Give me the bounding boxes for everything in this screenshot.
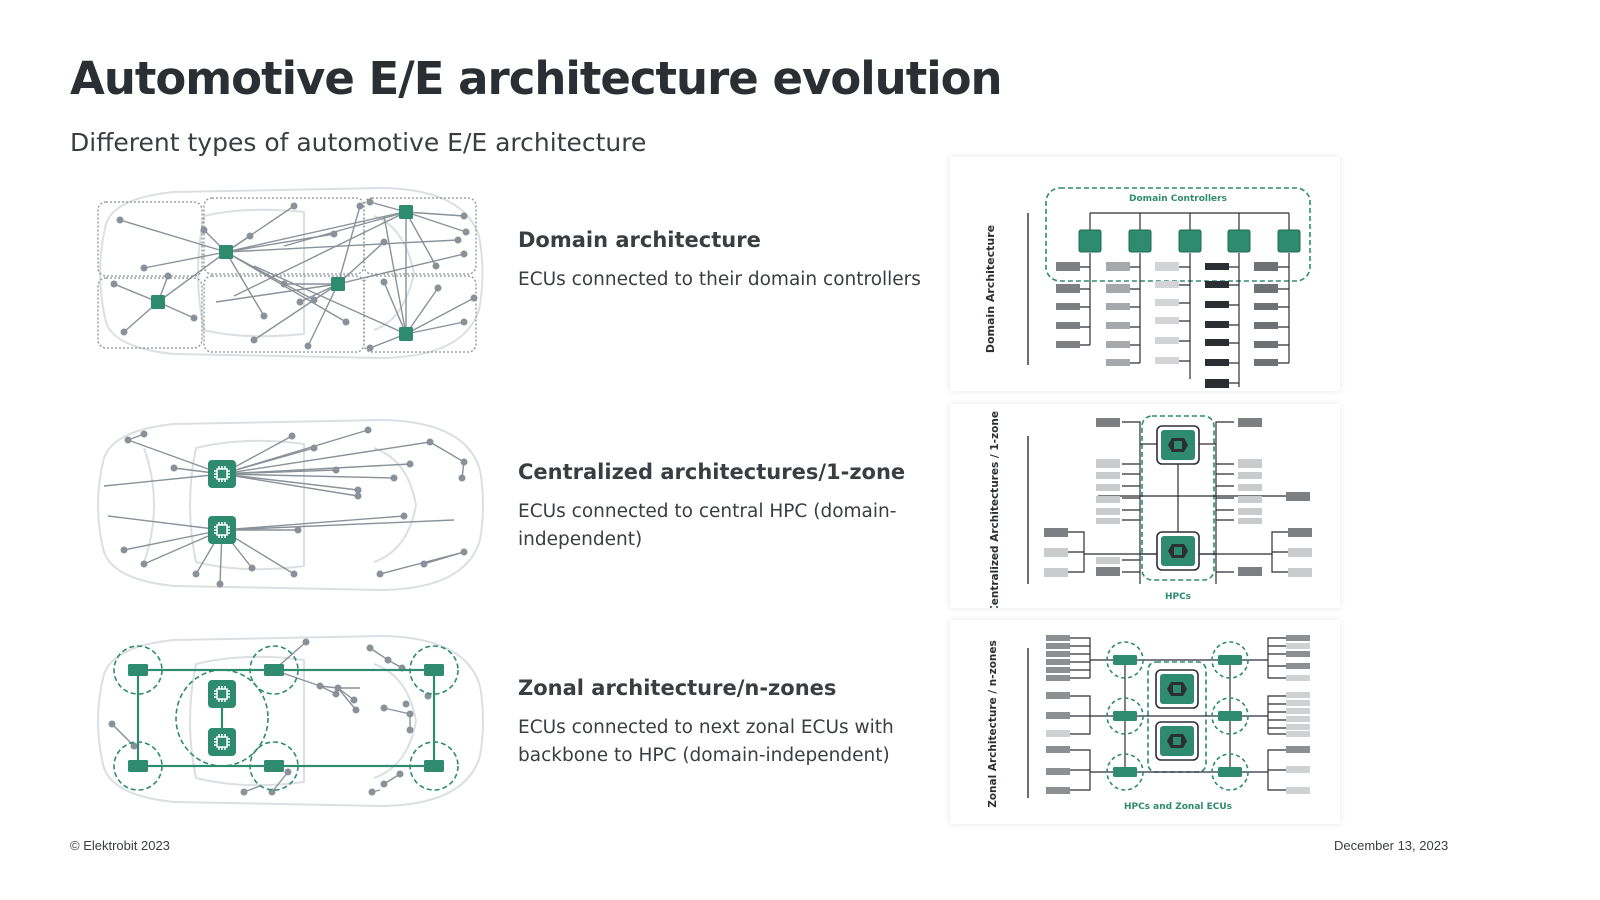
footer-date: December 13, 2023 [1334,838,1449,853]
centralized-title: Centralized architectures/1-zone [518,460,906,484]
centralized-description: Centralized architectures/1-zone ECUs co… [518,460,928,554]
zonal-description: Zonal architecture/n-zones ECUs connecte… [518,676,928,770]
zonal-text: ECUs connected to next zonal ECUs with b… [518,717,894,766]
zonal-title: Zonal architecture/n-zones [518,676,837,700]
page-subtitle: Different types of automotive E/E archit… [70,128,647,157]
centralized-text: ECUs connected to central HPC (domain-in… [518,501,897,550]
domain-panel-label: Domain Architecture [984,225,997,353]
footer-copyright: © Elektrobit 2023 [70,838,170,853]
zonal-panel-caption: HPCs and Zonal ECUs [1124,802,1232,812]
domain-description: Domain architecture ECUs connected to th… [518,228,928,294]
domain-panel-caption: Domain Controllers [1129,194,1227,204]
centralized-architecture-panel: Centralized Architectures / 1-zone HPCs [950,404,1340,608]
domain-car-illustration [84,176,488,370]
domain-title: Domain architecture [518,228,761,252]
centralized-panel-caption: HPCs [1165,592,1191,602]
zonal-panel-label: Zonal Architecture / n-zones [987,640,999,808]
domain-text: ECUs connected to their domain controlle… [518,269,921,290]
zonal-architecture-panel: Zonal Architecture / n-zones HPCs and Zo… [950,620,1340,824]
domain-architecture-panel: Domain Architecture Domain Controllers [950,157,1340,391]
page-title: Automotive E/E architecture evolution [70,52,1003,105]
zonal-car-illustration [84,624,488,818]
centralized-car-illustration [84,408,488,602]
centralized-panel-label: Centralized Architectures / 1-zone [989,411,1001,608]
